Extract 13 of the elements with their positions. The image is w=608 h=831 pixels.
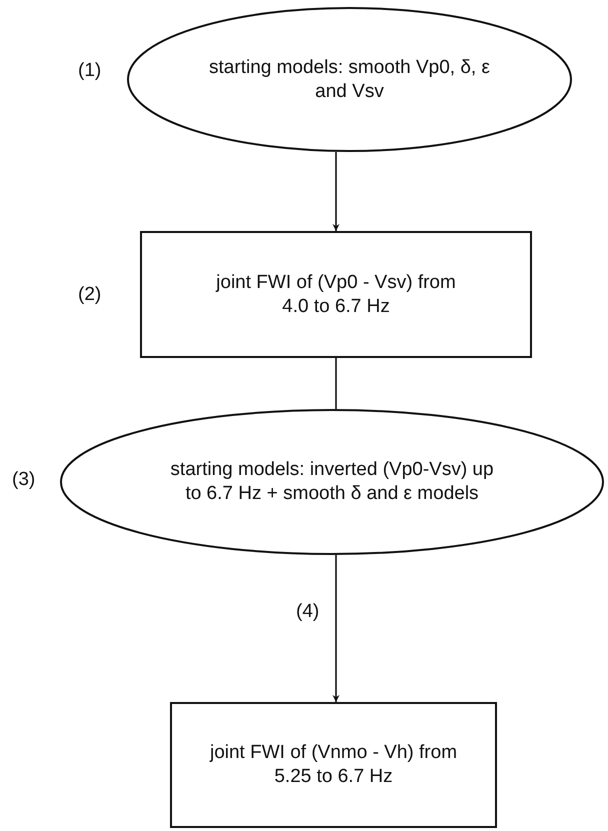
process-box [140,231,532,358]
node-text: starting models: smooth Vp0, δ, ε and Vsv [208,56,491,104]
process-ellipse [60,409,604,555]
node-text: starting models: inverted (Vp0-Vsv) up to 6.7 Hz + smooth δ and ε models [169,458,495,506]
arrow [332,555,340,702]
process-ellipse [127,7,572,152]
node-text: joint FWI of (Vnmo - Vh) from 5.25 to 6.7 Hz [208,741,458,789]
step-number: (1) [78,60,102,82]
node-text: joint FWI of (Vp0 - Vsv) from 4.0 to 6.7 Hz [214,270,457,318]
step-number: (2) [78,284,102,306]
process-box [170,702,497,828]
step-number: (3) [12,469,36,491]
arrow [332,152,340,231]
